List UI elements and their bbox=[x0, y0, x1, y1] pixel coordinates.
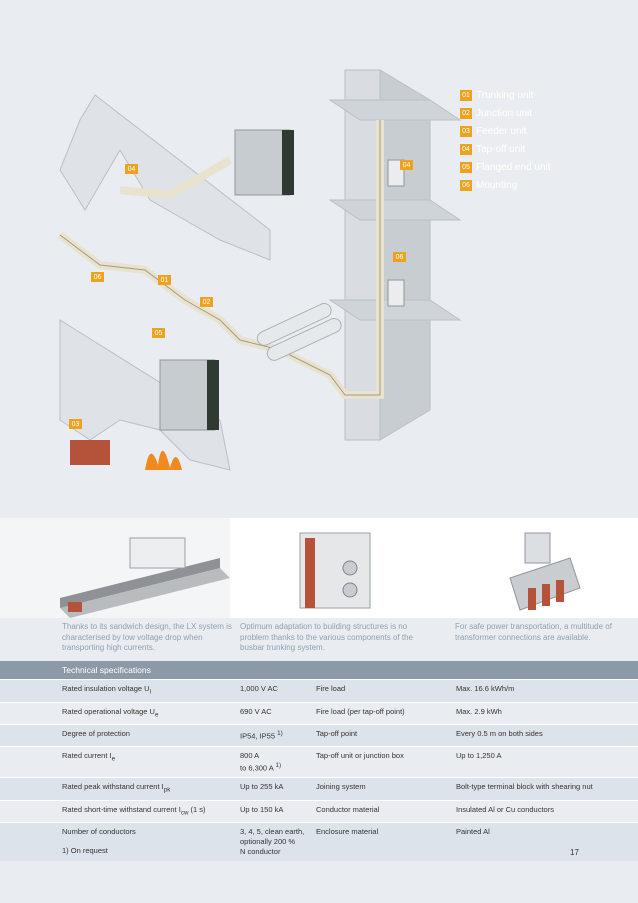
spec-value: Insulated Al or Cu conductors bbox=[456, 799, 638, 823]
caption-trunking: Thanks to its sandwich design, the LX sy… bbox=[62, 622, 232, 652]
spec-label: Tap-off point bbox=[316, 724, 456, 746]
legend-number: 03 bbox=[460, 125, 472, 137]
tag-03: 03 bbox=[69, 419, 82, 429]
legend-label: Flanged end unit bbox=[476, 161, 551, 173]
caption-junction: Optimum adaptation to building structure… bbox=[240, 622, 413, 652]
table-row: Number of conductors 3, 4, 5, clean eart… bbox=[0, 822, 638, 861]
legend-label: Trunking unit bbox=[476, 89, 534, 101]
legend-label: Tap-off unit bbox=[476, 143, 526, 155]
legend-number: 06 bbox=[460, 179, 472, 191]
spec-label: Fire load (per tap-off point) bbox=[316, 701, 456, 725]
legend-number: 01 bbox=[460, 89, 472, 101]
legend-item: 01 Trunking unit bbox=[460, 86, 551, 104]
specs-title: Technical specifications bbox=[0, 661, 638, 679]
spec-value: Max. 16.6 kWh/m bbox=[456, 679, 638, 702]
legend-item: 03 Feeder unit bbox=[460, 122, 551, 140]
spec-value: 690 V AC bbox=[240, 701, 316, 725]
tag-05: 05 bbox=[152, 328, 165, 338]
spec-value: Up to 255 kA bbox=[240, 777, 316, 800]
spec-value: IP54, IP55 1) bbox=[240, 724, 316, 746]
technical-specifications: Technical specifications Rated insulatio… bbox=[0, 661, 638, 861]
legend-item: 02 Junction unit bbox=[460, 104, 551, 122]
page-number: 17 bbox=[570, 848, 579, 857]
spec-value: Every 0.5 m on both sides bbox=[456, 724, 638, 746]
spec-label: Number of conductors bbox=[0, 822, 240, 861]
specs-table: Rated insulation voltage Ui 1,000 V AC F… bbox=[0, 679, 638, 861]
transformer-connection-photo bbox=[430, 518, 638, 618]
trunking-unit-photo bbox=[0, 518, 230, 618]
legend-item: 06 Mounting bbox=[460, 176, 551, 194]
legend-item: 04 Tap-off unit bbox=[460, 140, 551, 158]
footnote: 1) On request bbox=[62, 846, 108, 855]
spec-label: Rated insulation voltage Ui bbox=[0, 679, 240, 702]
spec-value: 1,000 V AC bbox=[240, 679, 316, 702]
spec-label: Degree of protection bbox=[0, 724, 240, 746]
legend-number: 04 bbox=[460, 143, 472, 155]
building-diagram bbox=[57, 69, 462, 471]
table-row: Rated operational voltage Ue 690 V AC Fi… bbox=[0, 701, 638, 725]
table-row: Rated short-time withstand current Icw (… bbox=[0, 799, 638, 823]
legend-label: Junction unit bbox=[476, 107, 533, 119]
legend-item: 05 Flanged end unit bbox=[460, 158, 551, 176]
spec-value: Bolt-type terminal block with shearing n… bbox=[456, 777, 638, 800]
table-row: Rated peak withstand current Ipk Up to 2… bbox=[0, 777, 638, 800]
legend-label: Feeder unit bbox=[476, 125, 527, 137]
spec-label: Joining system bbox=[316, 777, 456, 800]
spec-label: Tap-off unit or junction box bbox=[316, 745, 456, 778]
legend-number: 05 bbox=[460, 161, 472, 173]
spec-label: Rated peak withstand current Ipk bbox=[0, 777, 240, 800]
tag-04: 04 bbox=[400, 160, 413, 170]
spec-label: Fire load bbox=[316, 679, 456, 702]
busbar-system-illustration: 04 04 06 06 01 02 05 03 01 Trunking unit … bbox=[57, 69, 551, 471]
table-row: Degree of protection IP54, IP55 1) Tap-o… bbox=[0, 724, 638, 746]
junction-unit-photo bbox=[230, 518, 430, 618]
legend-number: 02 bbox=[460, 107, 472, 119]
tag-04: 04 bbox=[125, 164, 138, 174]
spec-label: Rated current Ie bbox=[0, 745, 240, 778]
spec-label: Rated short-time withstand current Icw (… bbox=[0, 799, 240, 823]
tag-01: 01 bbox=[158, 275, 171, 285]
spec-label: Conductor material bbox=[316, 799, 456, 823]
spec-label: Enclosure material bbox=[316, 822, 456, 861]
spec-value: Up to 150 kA bbox=[240, 799, 316, 823]
product-photos bbox=[0, 518, 638, 618]
legend-label: Mounting bbox=[476, 179, 518, 191]
spec-value: 3, 4, 5, clean earth,optionally 200 %N c… bbox=[240, 822, 316, 861]
tag-06: 06 bbox=[393, 252, 406, 262]
spec-value: Painted Al bbox=[456, 822, 638, 861]
spec-value: Max. 2.9 kWh bbox=[456, 701, 638, 725]
caption-transformer: For safe power transportation, a multitu… bbox=[455, 622, 612, 642]
component-legend: 01 Trunking unit 02 Junction unit 03 Feeder… bbox=[460, 86, 551, 194]
spec-label: Rated operational voltage Ue bbox=[0, 701, 240, 725]
tag-06: 06 bbox=[91, 272, 104, 282]
tag-02: 02 bbox=[200, 297, 213, 307]
spec-value: Up to 1,250 A bbox=[456, 745, 638, 778]
table-row: Rated insulation voltage Ui 1,000 V AC F… bbox=[0, 679, 638, 702]
